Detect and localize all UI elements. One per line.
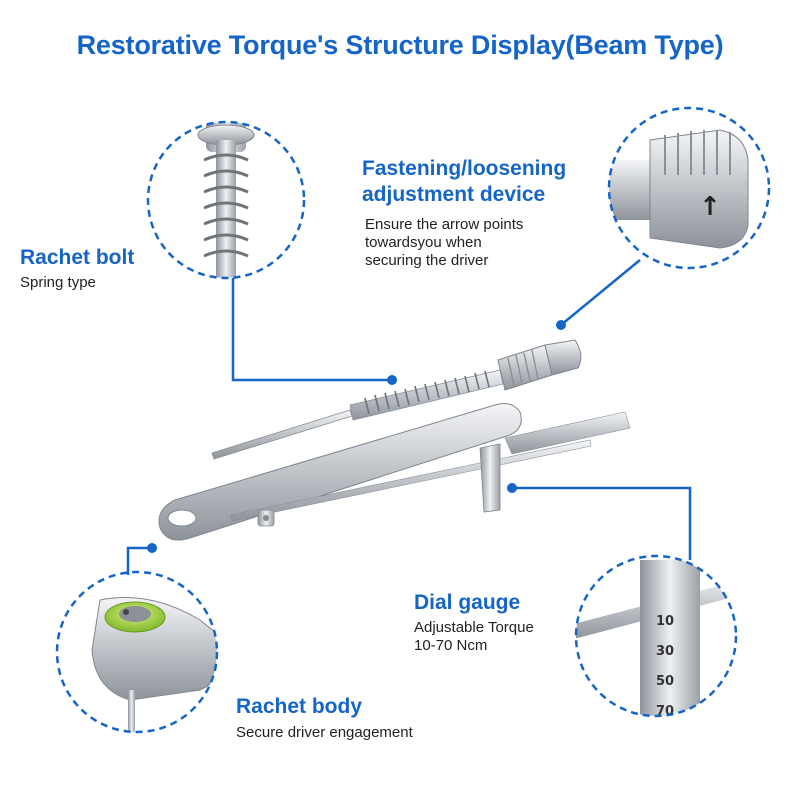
dial-gauge-desc-line-1: Adjustable Torque — [414, 619, 534, 636]
callout-connectors — [126, 259, 692, 575]
driver-with-spring — [211, 339, 582, 460]
callout-dots — [147, 320, 566, 553]
fastening-label: Fastening/loosening adjustment device — [362, 156, 566, 208]
rachet-body-zoom — [55, 570, 219, 734]
rachet-bolt-zoom — [146, 120, 306, 280]
rachet-body-label: Rachet body — [236, 695, 363, 718]
scale-mark-50: 50 — [656, 674, 674, 689]
page-title: Restorative Torque's Structure Display(B… — [76, 30, 724, 60]
dial-gauge-desc: Adjustable Torque 10-70 Ncm — [414, 619, 534, 655]
scale-mark-70: 70 — [656, 704, 674, 719]
scale-mark-10: 10 — [656, 614, 674, 629]
dial-gauge-zoom: 10 30 50 70 — [574, 554, 738, 719]
rachet-body-desc: Secure driver engagement — [236, 724, 413, 741]
fastening-desc: Ensure the arrow points towardsyou when … — [365, 216, 523, 270]
arrow-mark-icon: ↑ — [699, 192, 721, 222]
fastening-desc-line-1: Ensure the arrow points — [365, 216, 524, 233]
rachet-bolt-label: Rachet bolt — [20, 246, 135, 269]
dial-gauge-desc-line-2: 10-70 Ncm — [414, 637, 488, 654]
scale-mark-30: 30 — [656, 644, 674, 659]
fastening-label-line-1: Fastening/loosening — [362, 157, 567, 180]
rachet-bolt-desc: Spring type — [20, 274, 96, 291]
fastening-desc-line-3: securing the driver — [365, 252, 489, 269]
fastening-label-line-2: adjustment device — [362, 183, 546, 206]
beam-wrench-body — [158, 403, 631, 541]
fastening-device-zoom: ↑ — [607, 106, 771, 270]
fastening-desc-line-2: towardsyou when — [365, 234, 482, 251]
dial-gauge-label: Dial gauge — [414, 591, 521, 614]
